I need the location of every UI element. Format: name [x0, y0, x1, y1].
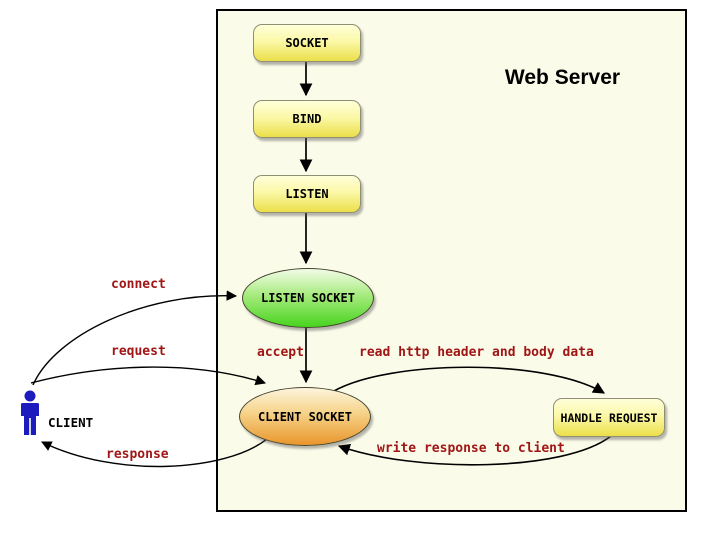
node-handle-request: HANDLE REQUEST: [553, 398, 665, 437]
arrow-response: [41, 438, 268, 468]
arrow-request: [30, 366, 267, 386]
person-icon: [21, 390, 39, 435]
node-listen-socket-label: LISTEN SOCKET: [261, 291, 355, 305]
arrow-write: [337, 435, 612, 466]
edge-label-connect: connect: [111, 277, 166, 292]
node-socket-label: SOCKET: [285, 36, 329, 50]
arrow-read: [333, 366, 606, 394]
client-actor-label: CLIENT: [48, 415, 94, 430]
diagram-title: Web Server: [504, 66, 621, 89]
node-client-socket: CLIENT SOCKET: [239, 387, 371, 446]
node-listen-socket: LISTEN SOCKET: [242, 268, 374, 328]
edge-label-read-http: read http header and body data: [359, 345, 594, 360]
node-handle-request-label: HANDLE REQUEST: [560, 410, 658, 425]
edge-label-response: response: [106, 447, 169, 462]
edge-label-accept: accept: [257, 345, 304, 360]
edge-label-write-response: write response to client: [377, 441, 565, 456]
node-listen-label: LISTEN: [285, 187, 329, 201]
edge-label-request: request: [111, 344, 166, 359]
arrow-connect: [32, 290, 238, 386]
node-bind-label: BIND: [292, 112, 322, 126]
node-socket: SOCKET: [253, 24, 361, 62]
node-listen: LISTEN: [253, 175, 361, 213]
node-client-socket-label: CLIENT SOCKET: [258, 409, 352, 424]
node-bind: BIND: [253, 100, 361, 138]
